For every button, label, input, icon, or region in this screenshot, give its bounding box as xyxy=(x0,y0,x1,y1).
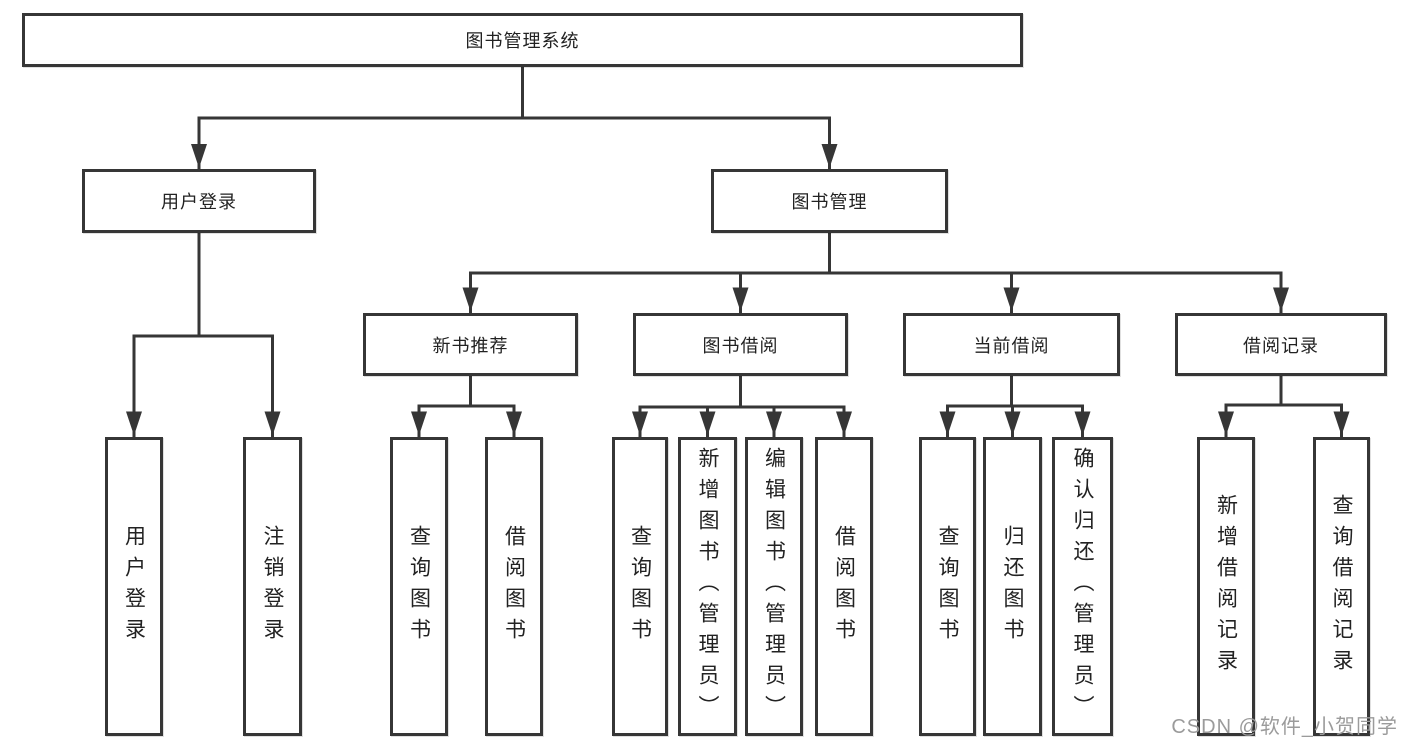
node-book-borrow: 图书借阅 xyxy=(633,313,848,376)
leaf-current-query-books: 查询图书 xyxy=(919,437,976,736)
node-label: 图书管理系统 xyxy=(465,31,580,51)
node-book-management: 图书管理 xyxy=(711,169,948,233)
node-label: 确认归还（管理员） xyxy=(1071,447,1094,726)
connector-current-borrow-to-leaves xyxy=(939,374,1091,437)
connector-new-book-recommend-to-leaves xyxy=(411,374,522,437)
node-label: 查询图书 xyxy=(628,524,652,649)
node-borrow-records: 借阅记录 xyxy=(1175,313,1387,376)
node-label: 新书推荐 xyxy=(432,335,509,356)
leaf-borrow-edit-books-admin: 编辑图书（管理员） xyxy=(745,437,803,736)
leaf-records-add-record: 新增借阅记录 xyxy=(1197,437,1255,736)
node-label: 用户登录 xyxy=(122,524,146,649)
node-user-login: 用户登录 xyxy=(82,169,316,233)
connector-book-borrow-to-leaves xyxy=(632,374,852,437)
node-label: 借阅图书 xyxy=(832,524,856,649)
leaf-borrow-add-books-admin: 新增图书（管理员） xyxy=(678,437,737,736)
node-label: 注销登录 xyxy=(261,524,284,649)
leaf-current-return-books: 归还图书 xyxy=(983,437,1042,736)
connector-book-management-to-level3 xyxy=(462,231,1289,313)
node-root-library-system: 图书管理系统 xyxy=(22,13,1023,67)
leaf-recommend-borrow-books: 借阅图书 xyxy=(485,437,543,736)
node-label: 查询图书 xyxy=(936,524,959,649)
node-label: 查询图书 xyxy=(407,524,431,649)
node-label: 新增图书（管理员） xyxy=(696,447,719,726)
leaf-user-login: 用户登录 xyxy=(105,437,163,736)
node-label: 编辑图书（管理员） xyxy=(762,447,786,726)
connector-user-login-to-leaves xyxy=(126,231,281,437)
connector-borrow-records-to-leaves xyxy=(1218,374,1350,437)
node-label: 用户登录 xyxy=(161,192,237,212)
node-label: 借阅记录 xyxy=(1243,335,1319,356)
node-label: 当前借阅 xyxy=(973,335,1050,356)
node-new-book-recommend: 新书推荐 xyxy=(363,313,578,376)
node-current-borrow: 当前借阅 xyxy=(903,313,1120,376)
leaf-borrow-query-books: 查询图书 xyxy=(612,437,668,736)
leaf-current-confirm-return-admin: 确认归还（管理员） xyxy=(1052,437,1113,736)
node-label: 借阅图书 xyxy=(502,524,526,649)
node-label: 图书管理 xyxy=(791,192,868,212)
node-label: 新增借阅记录 xyxy=(1214,493,1238,680)
csdn-watermark: CSDN @软件_小贺同学 xyxy=(1171,716,1398,738)
leaf-borrow-borrow-books: 借阅图书 xyxy=(815,437,873,736)
node-label: 查询借阅记录 xyxy=(1330,493,1353,680)
node-label: 图书借阅 xyxy=(702,335,779,356)
node-label: 归还图书 xyxy=(1001,524,1024,649)
leaf-logout: 注销登录 xyxy=(243,437,302,736)
leaf-recommend-query-books: 查询图书 xyxy=(390,437,448,736)
leaf-records-query-record: 查询借阅记录 xyxy=(1313,437,1370,736)
connector-root-to-level2 xyxy=(191,65,838,170)
